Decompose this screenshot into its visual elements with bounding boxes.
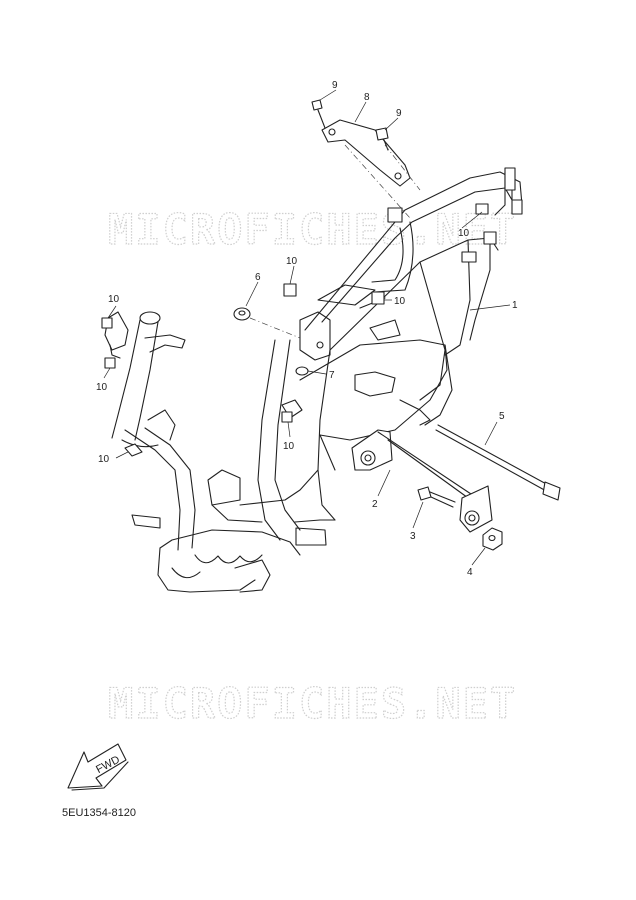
clip-10-f	[124, 443, 143, 457]
bolt-9-left	[311, 99, 326, 129]
bolt-3	[417, 486, 456, 508]
callout-10-downtube: 10	[98, 454, 110, 465]
callout-5: 5	[499, 411, 505, 422]
callout-1: 1	[512, 300, 518, 311]
callout-10-head-top: 10	[108, 294, 120, 305]
bolt-9-right	[375, 127, 389, 151]
fwd-arrow-icon: FWD	[67, 743, 129, 791]
callout-10-rear: 10	[458, 228, 470, 239]
clip-10-c	[475, 203, 489, 215]
clip-10-d	[101, 317, 113, 329]
bolt-7	[295, 366, 309, 376]
nut-6	[233, 307, 251, 321]
callout-8: 8	[364, 92, 370, 103]
main-frame	[239, 167, 523, 541]
watermark-bottom: MICROFICHES.NET	[108, 679, 517, 728]
callout-10-body: 10	[283, 441, 295, 452]
callout-6: 6	[255, 272, 261, 283]
clip-10-g	[281, 411, 293, 423]
callout-3: 3	[410, 531, 416, 542]
watermark-top: MICROFICHES.NET	[108, 205, 517, 254]
clip-10-b	[371, 291, 385, 305]
callout-9-left: 9	[332, 80, 338, 91]
clip-10-e	[104, 357, 116, 369]
nut-4	[482, 527, 503, 551]
callout-2: 2	[372, 499, 378, 510]
callout-7: 7	[329, 370, 335, 381]
callout-9-right: 9	[396, 108, 402, 119]
callout-10-head-low: 10	[96, 382, 108, 393]
front-lower-frame	[104, 311, 327, 593]
callout-10-cross: 10	[394, 296, 406, 307]
long-bolt-5	[435, 424, 561, 501]
clip-10-a	[283, 283, 297, 297]
engine-mount-2	[351, 429, 493, 533]
bracket-8	[321, 119, 411, 187]
callout-4: 4	[467, 567, 473, 578]
diagram-code: 5EU1354-8120	[62, 807, 137, 819]
callout-10-mid: 10	[286, 256, 298, 267]
